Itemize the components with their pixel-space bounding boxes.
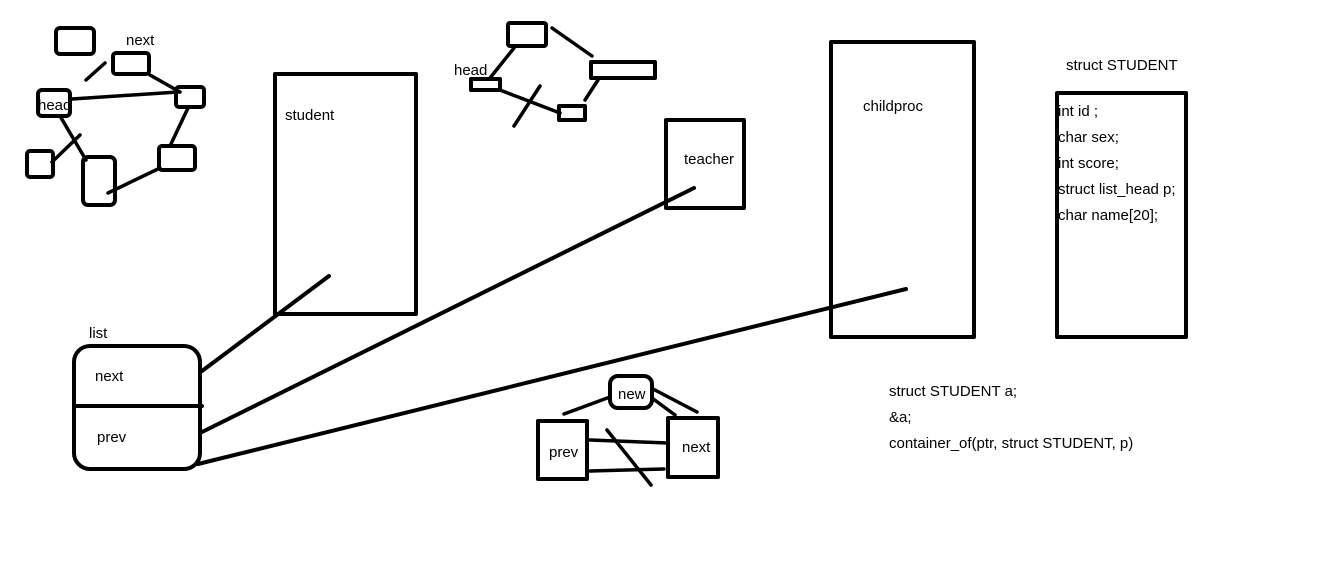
connector-to-teacher [200, 186, 696, 434]
tl-node-bottom [81, 155, 117, 207]
new-to-prev-edge [562, 395, 612, 416]
top-left-list-sketch: next head [25, 26, 206, 207]
connector-to-student [200, 274, 331, 373]
tl-edge-4 [168, 106, 190, 148]
next-label: next [682, 439, 711, 456]
top-mid-list-sketch: head [454, 21, 657, 128]
tl-edge-2 [70, 90, 180, 101]
tl-node-right [174, 85, 206, 109]
tl-edge-3 [148, 73, 182, 94]
childproc-box: childproc [829, 40, 976, 339]
student-label: student [285, 107, 335, 124]
tl-edge-6 [58, 114, 88, 162]
code-block: struct STUDENT a; &a; container_of(ptr, … [889, 383, 1133, 452]
struct-field: int id ; [1058, 103, 1098, 120]
tm-cut-mark [512, 84, 542, 128]
prev-next-link-bottom [588, 467, 666, 473]
connector-to-childproc [196, 287, 908, 466]
code-line: container_of(ptr, struct STUDENT, p) [889, 435, 1133, 452]
new-to-next-edge [651, 387, 699, 414]
tl-edge-7 [50, 133, 82, 164]
struct-field: int score; [1058, 155, 1119, 172]
struct-field: char name[20]; [1058, 207, 1158, 224]
tl-node-bottom-right [157, 144, 197, 172]
tm-node-bottom [557, 104, 587, 122]
tm-edge-3 [583, 78, 600, 102]
code-line: struct STUDENT a; [889, 383, 1017, 400]
struct-title: struct STUDENT [1066, 57, 1178, 74]
tl-next-label: next [126, 32, 155, 49]
student-box: student [273, 72, 418, 316]
teacher-rect [664, 118, 746, 210]
list-prev-label: prev [97, 429, 127, 446]
tl-edge-1 [84, 61, 107, 82]
new-label: new [618, 386, 646, 403]
struct-field: char sex; [1058, 129, 1119, 146]
prev-label: prev [549, 444, 579, 461]
childproc-label: childproc [863, 98, 924, 115]
code-line: &a; [889, 409, 912, 426]
teacher-box: teacher [664, 118, 746, 210]
insertion-sketch: new prev next [536, 374, 720, 487]
tl-node-left [25, 149, 55, 179]
tl-node-top [54, 26, 96, 56]
tm-edge-1 [488, 46, 516, 80]
struct-rect [1055, 91, 1188, 339]
list-label: list [89, 325, 108, 342]
tm-node-head [469, 77, 502, 92]
teacher-label: teacher [684, 151, 734, 168]
prev-next-link-top [588, 438, 670, 445]
next-node-rect [666, 416, 720, 479]
new-node-rect [608, 374, 654, 410]
tm-edge-2 [550, 26, 594, 58]
tl-head-label: head [38, 97, 71, 114]
cut-mark [605, 428, 653, 487]
connectors [196, 186, 908, 466]
prev-node-rect [536, 419, 589, 481]
list-next-label: next [95, 368, 124, 385]
tl-edge-5 [106, 166, 162, 195]
childproc-rect [829, 40, 976, 339]
list-node: list next prev [72, 325, 204, 471]
tm-node-top [506, 21, 548, 48]
tl-node-next [111, 51, 151, 76]
struct-student-box: struct STUDENT int id ; char sex; int sc… [1055, 57, 1188, 339]
struct-field: struct list_head p; [1058, 181, 1176, 198]
new-to-next-edge-2 [650, 396, 677, 417]
tm-head-label: head [454, 62, 487, 79]
tm-node-right [589, 60, 657, 80]
student-rect [273, 72, 418, 316]
tl-node-head [36, 88, 72, 118]
